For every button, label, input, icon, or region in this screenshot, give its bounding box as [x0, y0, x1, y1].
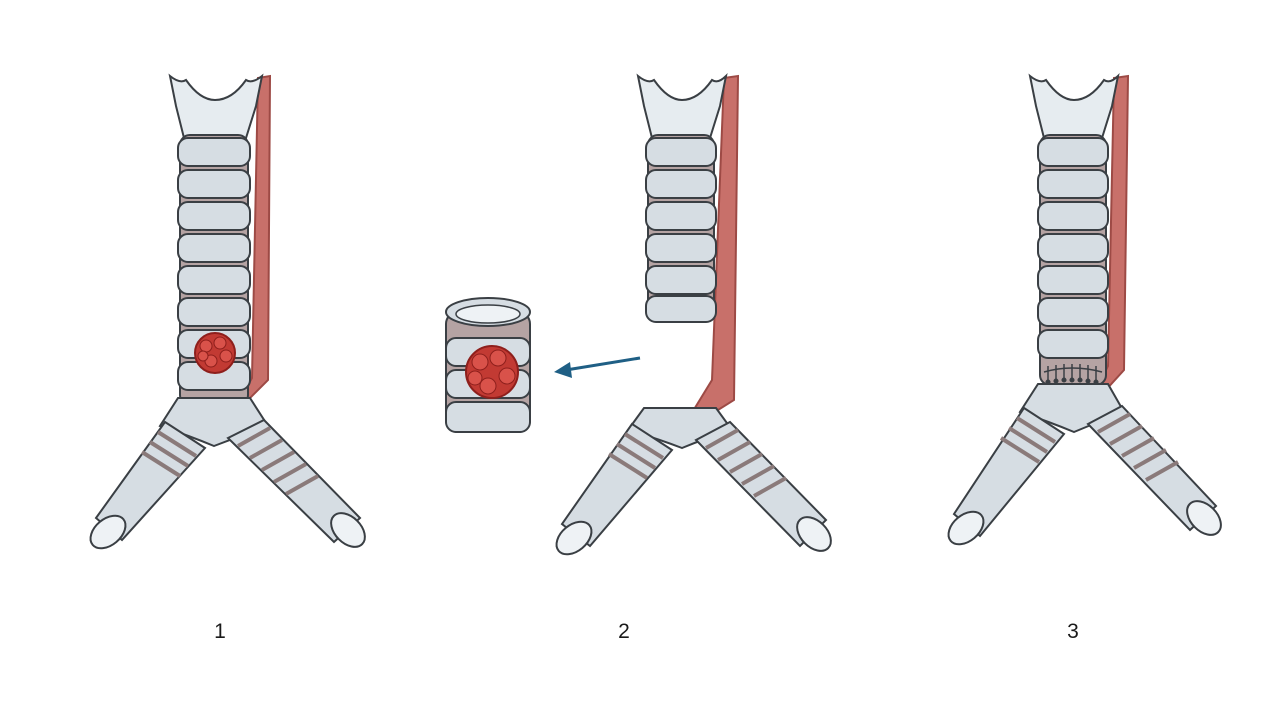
right-bronchus-opening	[330, 512, 366, 548]
larynx-top	[1028, 72, 1120, 139]
step-2-label: 2	[618, 620, 630, 643]
suture-stitches-icon	[1043, 364, 1103, 385]
left-main-bronchus	[560, 422, 674, 548]
left-bronchus-rings	[607, 432, 665, 480]
panel-3-anastomosis	[947, 72, 1222, 546]
left-main-bronchus	[94, 420, 207, 542]
step-3-label: 3	[1067, 620, 1079, 643]
panel-2-resection	[445, 72, 832, 556]
right-bronchus-rings	[237, 426, 319, 496]
larynx-top	[168, 73, 264, 139]
right-bronchus-opening	[1186, 500, 1222, 536]
tumor-mass-icon	[465, 345, 519, 399]
left-bronchus-opening	[555, 520, 593, 556]
left-bronchus-opening	[89, 514, 127, 550]
left-bronchus-rings	[140, 430, 198, 478]
right-bronchus-opening	[796, 516, 832, 552]
left-bronchus-rings	[999, 416, 1057, 464]
panel-1-trachea	[89, 73, 366, 550]
larynx-top	[636, 72, 728, 139]
left-bronchus-opening	[947, 510, 985, 546]
resection-arrow-icon	[554, 356, 641, 378]
cartilage-rings	[1037, 137, 1109, 359]
tumor-mass-icon	[194, 332, 236, 374]
resected-segment	[445, 297, 531, 433]
right-bronchus-rings	[705, 428, 787, 498]
step-1-label: 1	[214, 620, 226, 643]
cartilage-rings	[645, 137, 717, 323]
right-bronchus-rings	[1097, 412, 1179, 482]
left-main-bronchus	[952, 406, 1066, 538]
